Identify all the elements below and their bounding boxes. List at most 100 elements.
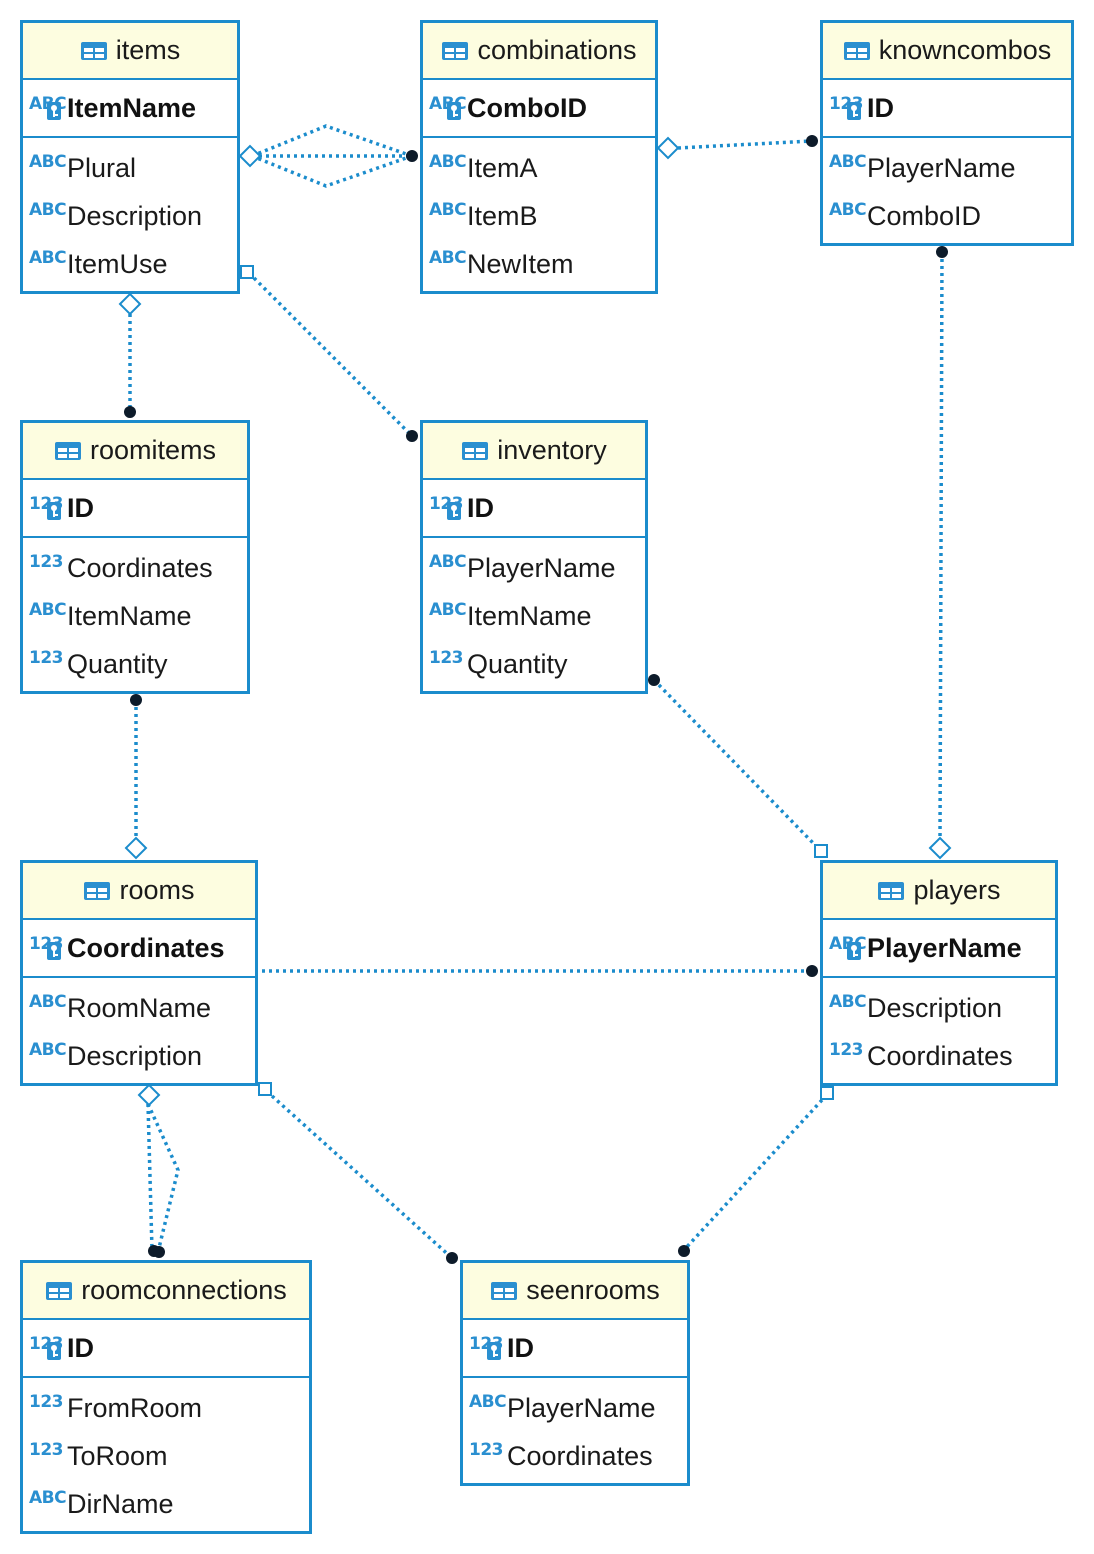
column-name: ID bbox=[67, 492, 94, 523]
entity-title: roomconnections bbox=[81, 1275, 287, 1305]
entity-title: players bbox=[913, 875, 1001, 905]
column-name: ID bbox=[867, 92, 894, 123]
type-badge: ABC bbox=[429, 248, 467, 268]
diamond-marker bbox=[124, 836, 148, 860]
type-badge: ABC bbox=[429, 152, 467, 172]
entity-header: combinations bbox=[423, 23, 655, 80]
column-name: FromRoom bbox=[67, 1392, 203, 1423]
square-marker bbox=[814, 844, 828, 858]
link-items-inventory bbox=[252, 276, 414, 438]
dot-marker bbox=[936, 246, 948, 258]
column-name: ItemUse bbox=[67, 248, 168, 279]
type-badge: 123 bbox=[829, 94, 867, 120]
type-badge: 123 bbox=[29, 648, 64, 668]
type-badge: 123 bbox=[29, 1334, 67, 1360]
entity-header: rooms bbox=[23, 863, 255, 920]
primary-key-row[interactable]: 123 ID bbox=[23, 1320, 309, 1378]
primary-key-row[interactable]: ABC ComboID bbox=[423, 80, 655, 138]
type-badge: ABC bbox=[29, 248, 67, 268]
dot-marker bbox=[406, 150, 418, 162]
column-name: ID bbox=[67, 1332, 94, 1363]
type-badge: 123 bbox=[29, 552, 64, 572]
key-icon bbox=[447, 102, 461, 120]
key-icon bbox=[487, 1342, 501, 1360]
diamond-marker bbox=[238, 144, 262, 168]
type-badge: ABC bbox=[469, 1392, 507, 1412]
diamond-marker bbox=[656, 136, 680, 160]
entity-header: roomitems bbox=[23, 423, 247, 480]
entity-header: knowncombos bbox=[823, 23, 1071, 80]
dot-marker bbox=[806, 965, 818, 977]
column-name: Coordinates bbox=[507, 1440, 653, 1471]
type-badge: ABC bbox=[29, 600, 67, 620]
primary-key-row[interactable]: 123 ID bbox=[463, 1320, 687, 1378]
type-badge: ABC bbox=[29, 992, 67, 1012]
table-icon bbox=[843, 41, 870, 60]
primary-key-row[interactable]: 123 ID bbox=[823, 80, 1071, 138]
square-marker bbox=[240, 265, 254, 279]
entity-title: roomitems bbox=[89, 435, 217, 465]
column-name: ItemName bbox=[67, 600, 192, 631]
diamond-marker bbox=[928, 836, 952, 860]
link-rooms-seenrooms bbox=[270, 1094, 454, 1260]
type-badge: ABC bbox=[829, 934, 867, 960]
type-badge: ABC bbox=[829, 152, 867, 172]
primary-key-row[interactable]: ABC PlayerName bbox=[823, 920, 1055, 978]
entity-title: inventory bbox=[497, 435, 607, 465]
dot-marker bbox=[648, 674, 660, 686]
link-players-seenrooms bbox=[682, 1098, 824, 1252]
primary-key-row[interactable]: 123 ID bbox=[423, 480, 645, 538]
entity-title: combinations bbox=[477, 35, 637, 65]
primary-key-row[interactable]: ABC ItemName bbox=[23, 80, 237, 138]
column-name: Description bbox=[867, 992, 1003, 1023]
table-icon bbox=[442, 41, 469, 60]
dot-marker bbox=[153, 1246, 165, 1258]
primary-key-row[interactable]: 123 Coordinates bbox=[23, 920, 255, 978]
key-icon bbox=[47, 102, 61, 120]
link-combinations-knowncombos bbox=[677, 139, 813, 150]
table-icon bbox=[46, 1281, 73, 1300]
key-icon bbox=[47, 1342, 61, 1360]
diamond-marker bbox=[118, 292, 142, 316]
column-name: ToRoom bbox=[67, 1440, 168, 1471]
table-icon bbox=[878, 881, 905, 900]
column-name: PlayerName bbox=[467, 552, 616, 583]
link-rooms-roomconnections-b bbox=[146, 1103, 180, 1253]
type-badge: ABC bbox=[29, 1488, 67, 1508]
type-badge: ABC bbox=[29, 152, 67, 172]
type-badge: 123 bbox=[29, 494, 67, 520]
primary-key-row[interactable]: 123 ID bbox=[23, 480, 247, 538]
